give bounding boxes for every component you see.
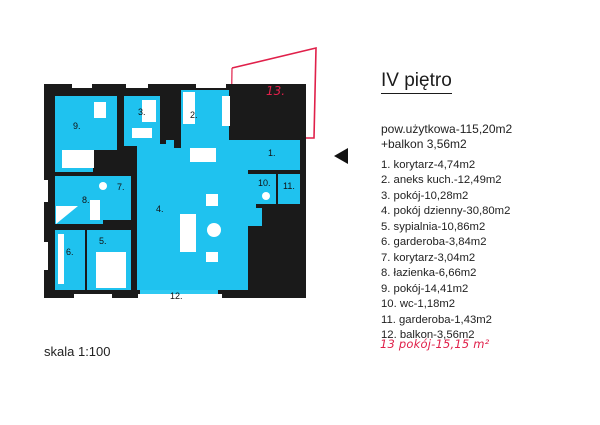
room-hall-fill: [137, 140, 300, 150]
kitchen-counter-right-icon: [222, 96, 230, 126]
toilet-icon: [262, 192, 270, 200]
desk-3-icon: [132, 128, 152, 138]
room-11-fill: [278, 174, 300, 204]
bathtub-icon: [56, 206, 78, 224]
wardrobe-6-icon: [58, 234, 64, 284]
kitchen-counter-icon: [183, 92, 195, 124]
floor-title: IV piętro: [381, 70, 452, 94]
wardrobe-icon: [142, 100, 156, 122]
list-item: 11. garderoba-1,43m2: [381, 313, 492, 326]
scale-label: skala 1:100: [44, 344, 111, 359]
list-item: 10. wc-1,18m2: [381, 298, 456, 311]
list-item: 3. pokój-10,28m2: [381, 189, 469, 202]
room-label-11: 11.: [283, 181, 295, 191]
bed-icon: [62, 150, 94, 168]
bed-5-icon: [96, 252, 126, 288]
list-item: 9. pokój-14,41m2: [381, 282, 469, 295]
armchair-icon: [206, 194, 218, 206]
list-item: 5. sypialnia-10,86m2: [381, 220, 486, 233]
handwritten-note: 13 pokój-15,15 m²: [380, 337, 490, 351]
list-item: 1. korytarz-4,74m2: [381, 159, 476, 171]
desk-icon: [94, 102, 106, 118]
list-item: 2. aneks kuch.-12,49m2: [381, 174, 502, 187]
room-label-9: 9.: [73, 121, 81, 131]
partitions: [55, 88, 300, 290]
room-label-2: 2.: [190, 110, 198, 120]
room-10-fill: [256, 174, 276, 204]
room-label-6: 6.: [66, 247, 74, 257]
armchair-2-icon: [206, 252, 218, 262]
room-label-3: 3.: [138, 107, 146, 117]
room-9-fill: [55, 96, 117, 150]
room-list: 1. korytarz-4,74m2 2. aneks kuch.-12,49m…: [381, 158, 510, 343]
sink-icon: [99, 182, 107, 190]
room-label-4: 4.: [156, 204, 164, 214]
list-item: 4. pokój dzienny-30,80m2: [381, 205, 511, 218]
entrance-arrow-icon: [334, 148, 348, 164]
coffee-table-icon: [207, 223, 221, 237]
room-label-13: 13.: [266, 84, 285, 98]
room-label-10: 10.: [258, 178, 271, 188]
balcony-area: +balkon 3,56m2: [381, 137, 467, 151]
list-item: 7. korytarz-3,04m2: [381, 251, 476, 264]
room-label-1: 1.: [268, 148, 276, 158]
list-item: 8. łazienka-6,66m2: [381, 267, 477, 280]
usable-area: pow.użytkowa-115,20m2: [381, 122, 513, 136]
room-labels: 9. 3. 2. 1. 7. 8. 4. 10. 11. 6. 5. 12. 1…: [66, 84, 295, 301]
furniture: [56, 92, 270, 288]
room-1-fill: [248, 144, 300, 170]
room-label-5: 5.: [99, 236, 107, 246]
room-label-12: 12.: [170, 291, 183, 301]
room-label-8: 8.: [82, 195, 90, 205]
dining-table-icon: [190, 148, 216, 162]
sofa-icon: [180, 214, 196, 252]
room-label-7: 7.: [117, 182, 125, 192]
list-item: 6. garderoba-3,84m2: [381, 236, 487, 249]
list-item: 12. balkon-3,56m2: [381, 328, 475, 341]
window-gaps: [44, 78, 226, 308]
shower-icon: [90, 200, 100, 220]
